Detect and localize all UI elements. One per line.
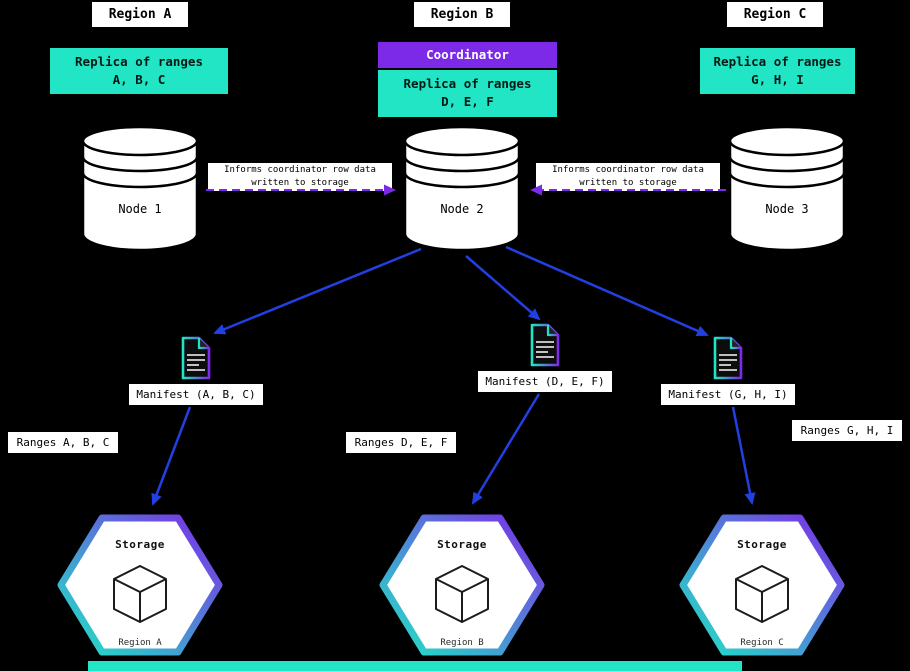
region-c-header: Region C [727, 2, 823, 27]
node-3-label: Node 3 [765, 202, 808, 216]
storage-a-region-label: Region A [118, 638, 162, 648]
manifest-a-label: Manifest (A, B, C) [129, 384, 263, 405]
inform-right-line1: Informs coordinator row data [552, 165, 704, 175]
storage-b-title: Storage [437, 538, 487, 551]
ranges-b-label: Ranges D, E, F [346, 432, 456, 453]
document-text-lines [719, 354, 737, 371]
replica-c-line1: Replica of ranges [713, 54, 842, 69]
node-1-database-icon: Node 1 [81, 125, 199, 252]
inform-right-line2: written to storage [579, 178, 677, 188]
inform-left-line1: Informs coordinator row data [224, 165, 376, 175]
arrow-node2-to-manifest-a [213, 247, 422, 335]
arrow-manifest-c-to-storage-c [731, 406, 756, 505]
arrow-manifest-a-to-storage-a [151, 406, 192, 506]
replica-b-line1: Replica of ranges [403, 76, 532, 91]
arrow-node2-to-manifest-b [465, 255, 541, 321]
inform-label-left: Informs coordinator row data written to … [208, 163, 392, 191]
ranges-a-label: Ranges A, B, C [8, 432, 118, 453]
storage-a-title: Storage [115, 538, 165, 551]
replica-b-line2: D, E, F [441, 94, 494, 109]
node-3-database-icon: Node 3 [728, 125, 846, 252]
region-b-replica-box: Replica of ranges D, E, F [378, 70, 557, 117]
storage-b-region-label: Region B [440, 638, 483, 648]
node-1-label: Node 1 [118, 202, 161, 216]
inform-label-right: Informs coordinator row data written to … [536, 163, 720, 191]
document-text-lines [187, 354, 205, 371]
storage-c-region-label: Region C [740, 638, 783, 648]
cube-icon [735, 565, 789, 623]
ranges-c-label: Ranges G, H, I [792, 420, 902, 441]
document-text-lines [536, 341, 554, 358]
replica-a-line1: Replica of ranges [75, 54, 203, 69]
node-2-label: Node 2 [440, 202, 483, 216]
replica-c-line2: G, H, I [751, 72, 804, 87]
region-c-replica-box: Replica of ranges G, H, I [700, 48, 855, 94]
cube-icon [435, 565, 489, 623]
bottom-accent-bar [88, 661, 742, 671]
region-a-header: Region A [92, 2, 188, 27]
manifest-b-label: Manifest (D, E, F) [478, 371, 612, 392]
storage-c-title: Storage [737, 538, 787, 551]
coordinator-box: Coordinator [378, 42, 557, 68]
region-a-replica-box: Replica of ranges A, B, C [50, 48, 228, 94]
storage-c-hexagon: Storage Region C [679, 514, 845, 656]
manifest-c-label: Manifest (G, H, I) [661, 384, 795, 405]
manifest-c-document-icon [713, 336, 743, 380]
region-b-header: Region B [414, 2, 510, 27]
storage-b-hexagon: Storage Region B [379, 514, 545, 656]
storage-a-hexagon: Storage Region A [57, 514, 223, 656]
replica-a-line2: A, B, C [112, 72, 166, 87]
manifest-b-document-icon [530, 323, 560, 367]
cube-icon [113, 565, 167, 623]
inform-left-line2: written to storage [251, 178, 349, 188]
manifest-a-document-icon [181, 336, 211, 380]
arrow-manifest-b-to-storage-b [471, 393, 541, 505]
node-2-database-icon: Node 2 [403, 125, 521, 252]
